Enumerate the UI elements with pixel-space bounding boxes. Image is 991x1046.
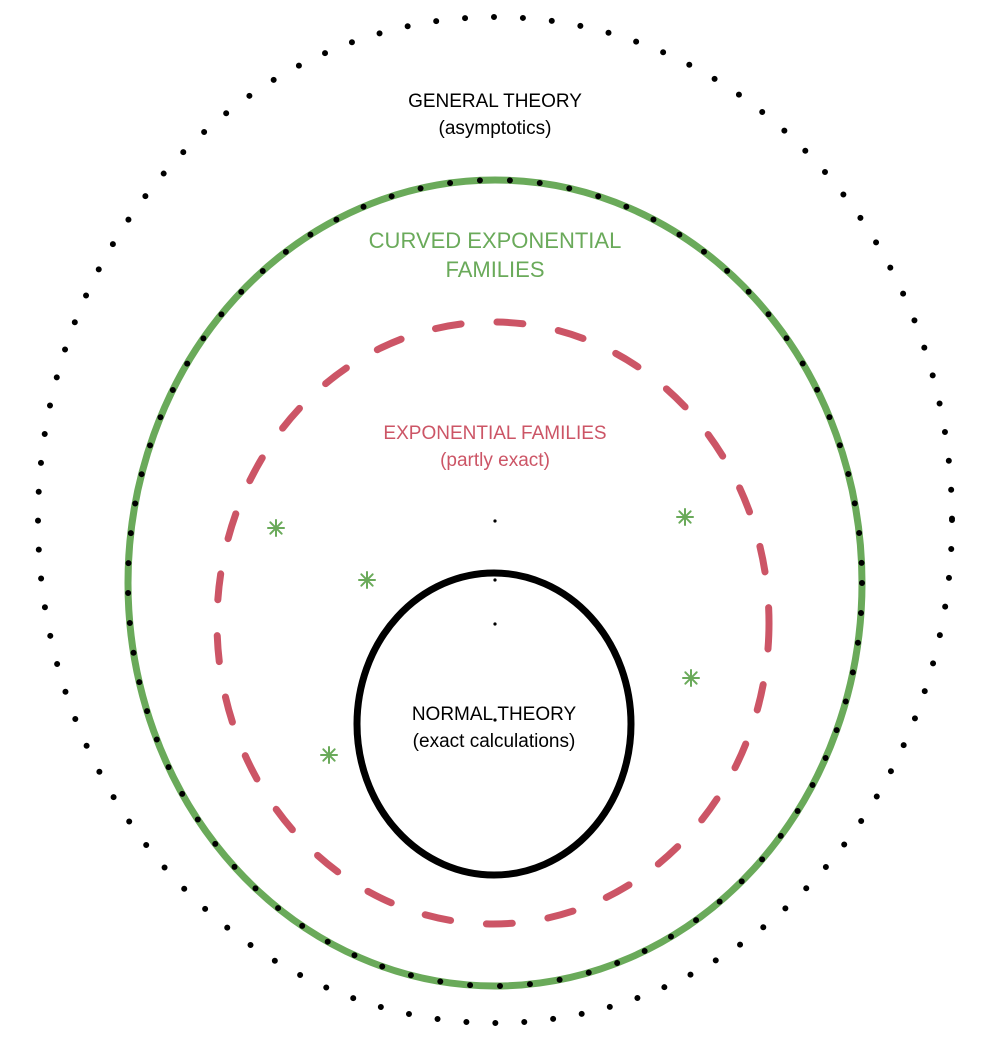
star-marker-icon (682, 669, 700, 687)
star-marker-icon (267, 519, 285, 537)
star-marker-icon (358, 571, 376, 589)
curved-exponential-families-title-line2: FAMILIES (445, 257, 545, 282)
general-theory-label: GENERAL THEORY (asymptotics) (408, 88, 582, 142)
curved-exponential-families-boundary (124, 176, 866, 990)
exponential-families-label: EXPONENTIAL FAMILIES (partly exact) (383, 420, 606, 474)
exponential-families-boundary (213, 318, 773, 928)
normal-theory-subtitle: (exact calculations) (412, 731, 576, 752)
curved-exponential-families-dots (125, 177, 865, 989)
general-theory-boundary (35, 14, 955, 1026)
center-dot (493, 622, 497, 626)
curved-exponential-families-title-line1: CURVED EXPONENTIAL (368, 228, 622, 253)
exponential-families-subtitle: (partly exact) (440, 450, 550, 471)
normal-theory-title: NORMAL THEORY (411, 704, 577, 725)
center-dot (493, 519, 497, 523)
general-theory-subtitle: (asymptotics) (438, 118, 552, 139)
center-dot (493, 578, 497, 582)
general-theory-title: GENERAL THEORY (408, 91, 582, 112)
normal-theory-boundary (353, 569, 635, 879)
curved-exponential-families-label: CURVED EXPONENTIAL FAMILIES (369, 226, 622, 284)
center-dot (493, 718, 497, 722)
exponential-families-title: EXPONENTIAL FAMILIES (383, 423, 607, 444)
normal-theory-label: NORMAL THEORY (exact calculations) (412, 701, 576, 755)
star-marker-icon (320, 746, 338, 764)
star-marker-icon (676, 508, 694, 526)
